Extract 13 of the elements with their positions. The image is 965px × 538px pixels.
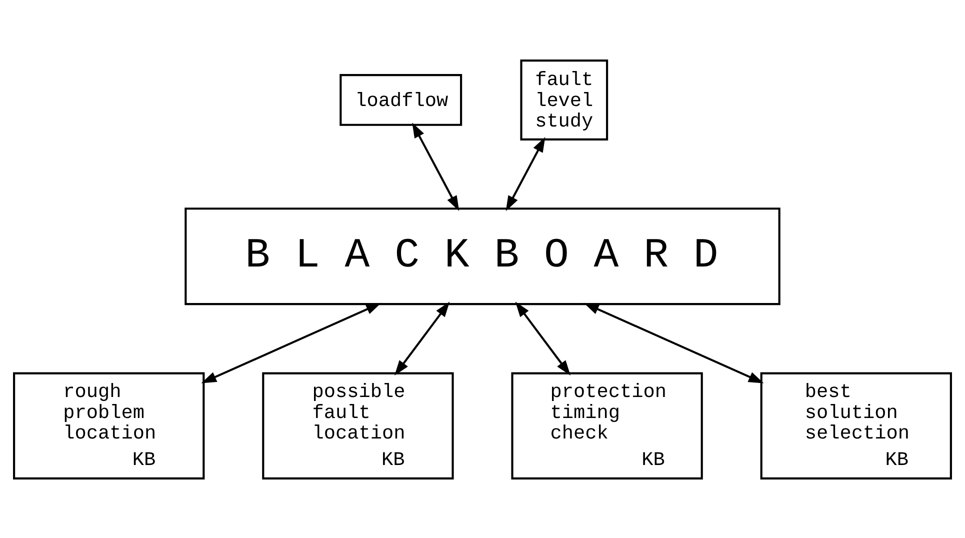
node-box: B L A C K B O A R D (184, 207, 780, 305)
arrow (506, 136, 546, 211)
node-box: loadflow (340, 74, 462, 126)
arrow (515, 301, 570, 376)
node-box: best solution selection KB (760, 372, 952, 479)
node-box: rough problem location KB (13, 372, 205, 479)
arrow (394, 301, 450, 376)
node-box: protection timing check KB (511, 372, 703, 479)
arrow (412, 122, 460, 211)
arrow (201, 302, 382, 383)
node-box: possible fault location KB (262, 372, 454, 479)
node-box: fault level study (520, 59, 608, 140)
arrow (584, 302, 764, 383)
